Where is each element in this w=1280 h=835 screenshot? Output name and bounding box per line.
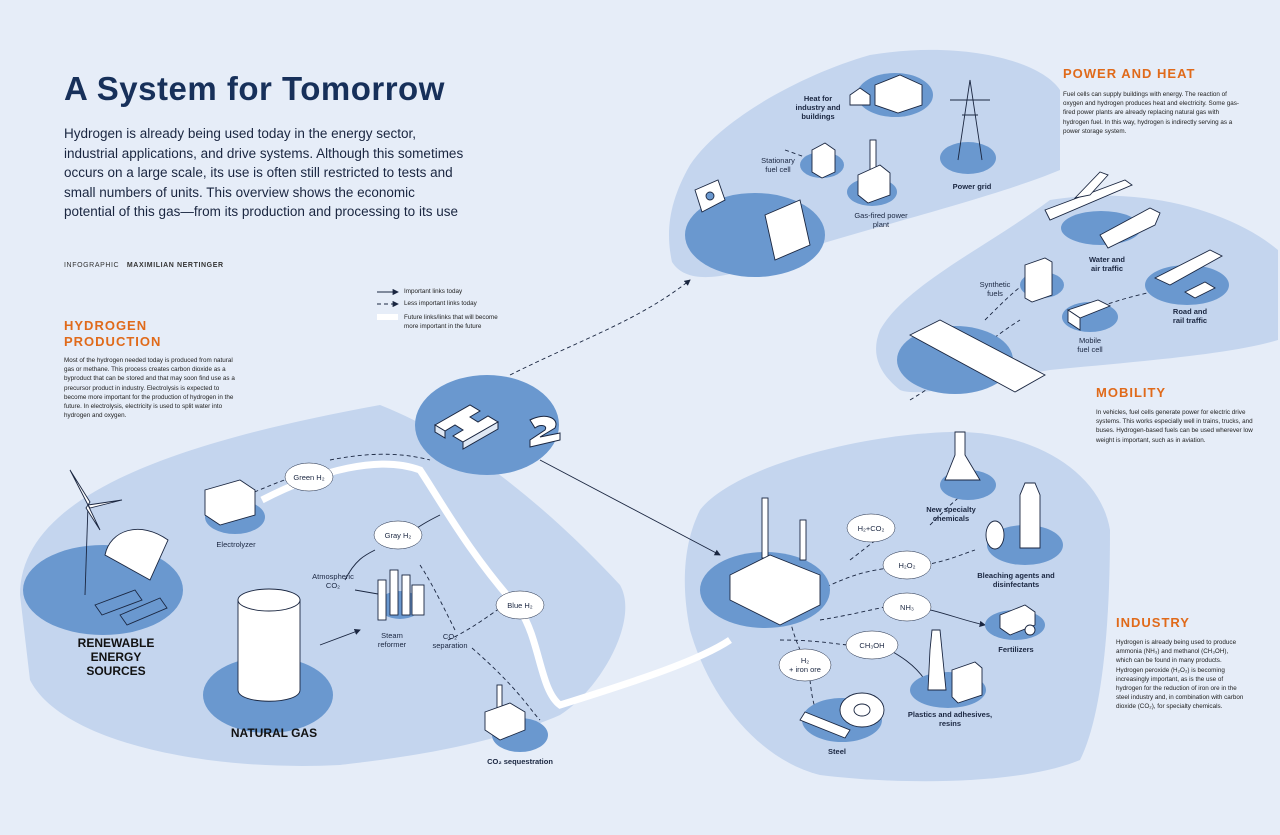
- h2-co2-label: H₂+CO₂: [857, 524, 885, 533]
- train-icon: [1153, 249, 1223, 286]
- power-title: POWER AND HEAT: [1063, 66, 1196, 81]
- legend-less-important: Less important links today: [404, 300, 477, 307]
- natural-gas-label: NATURAL GAS: [230, 726, 318, 740]
- fertilizers-label: Fertilizers: [998, 645, 1034, 654]
- tractor-icon: [999, 604, 1036, 636]
- electrolyzer-icon: [204, 479, 256, 526]
- ship-icon: [1099, 207, 1161, 249]
- steam-reformer-label: Steam reformer: [377, 631, 407, 649]
- stationary-fuel-cell-label: Stationary fuel cell: [761, 156, 795, 174]
- credit-label: INFOGRAPHIC: [64, 262, 120, 269]
- bleaching-label: Bleaching agents and disinfectants: [977, 571, 1055, 589]
- plastic-bottle-icon: [927, 629, 947, 691]
- gas-power-plant-icon: [857, 139, 891, 204]
- legend-future-line1: Future links/links that will become: [404, 314, 498, 321]
- factory-icon: [729, 497, 821, 626]
- socket-icon: [694, 179, 726, 213]
- production-region: [20, 405, 626, 766]
- legend-graphics: [377, 288, 399, 320]
- mobile-fuel-cell-label: Mobile fuel cell: [1077, 336, 1103, 354]
- production-title: HYDROGEN PRODUCTION: [64, 318, 162, 349]
- power-pylon-icon: [950, 79, 990, 161]
- credit: INFOGRAPHIC MAXIMILIAN NERTINGER: [64, 262, 224, 269]
- steel-label: Steel: [828, 747, 846, 756]
- paper-roll-icon: [985, 520, 1005, 550]
- road-rail-label: Road and rail traffic: [1172, 307, 1208, 325]
- plastics-label: Plastics and adhesives, resins: [907, 710, 993, 728]
- car-icon: [1184, 281, 1216, 299]
- synthetic-fuel-can-icon: [1024, 257, 1053, 303]
- label-bubbles: [284, 462, 932, 682]
- electrolyzer-label: Electrolyzer: [216, 540, 256, 549]
- industry-body: Hydrogen is already being used to produc…: [1116, 639, 1244, 711]
- solar-panels-icon: [94, 589, 168, 626]
- stationary-fuel-cell-icon: [811, 142, 836, 179]
- co2-sequestration-label: CO₂ sequestration: [487, 757, 553, 766]
- blue-h2-label: Blue H₂: [507, 601, 533, 610]
- gas-tank-icon: [237, 588, 301, 702]
- power-grid-label: Power grid: [952, 182, 992, 191]
- steam-reformer-icon: [377, 569, 425, 621]
- synthetic-fuels-label: Synthetic fuels: [979, 280, 1011, 298]
- green-h2-label: Green H₂: [293, 473, 325, 482]
- credit-author: MAXIMILIAN NERTINGER: [126, 262, 224, 269]
- hub-label: H2: [470, 412, 471, 413]
- page-title: A System for Tomorrow: [64, 70, 445, 107]
- specialty-chemicals-label: New specialty chemicals: [926, 505, 976, 523]
- industry-title: INDUSTRY: [1116, 615, 1190, 630]
- flask-icon: [944, 431, 981, 481]
- gray-h2-label: Gray H₂: [384, 531, 412, 540]
- gas-power-plant-label: Gas-fired power plant: [854, 211, 908, 229]
- houses-icon: [849, 74, 923, 114]
- heat-label: Heat for industry and buildings: [795, 94, 841, 121]
- h2o2-label: H₂O₂: [898, 561, 916, 570]
- nh3-label: NH₃: [900, 603, 914, 612]
- bottle-icon: [1019, 482, 1041, 549]
- mobility-body: In vehicles, fuel cells generate power f…: [1096, 409, 1253, 444]
- solar-dish-icon: [104, 528, 169, 581]
- power-body: Fuel cells can supply buildings with ene…: [1063, 91, 1239, 135]
- co2-sequestration-icon: [484, 684, 526, 741]
- steel-beam-icon: [799, 711, 851, 739]
- h2-iron-ore-label: H₂ + iron ore: [789, 656, 821, 674]
- ch3oh-label: CH₃OH: [859, 641, 885, 650]
- water-air-label: Water and air traffic: [1089, 255, 1125, 273]
- radiator-icon: [764, 199, 811, 261]
- atmospheric-co2-label: Atmospheric CO₂: [312, 572, 354, 590]
- production-body: Most of the hydrogen needed today is pro…: [64, 357, 235, 420]
- legend-future-line2: more important in the future: [404, 323, 482, 330]
- co2-separation-label: CO₂ separation: [432, 632, 468, 650]
- steel-coil-icon: [839, 692, 885, 728]
- wind-turbine-icon: [69, 469, 123, 596]
- intro-text: Hydrogen is already being used today in …: [64, 126, 464, 219]
- canister-icon: [951, 661, 983, 704]
- h2-hub-icon: [434, 404, 561, 450]
- legend-important: Important links today: [404, 288, 463, 295]
- mobility-title: MOBILITY: [1096, 385, 1167, 400]
- airplane-icon: [1044, 171, 1133, 221]
- renewable-energy-label: RENEWABLE ENERGY SOURCES: [77, 636, 155, 678]
- railway-icon: [909, 319, 1046, 393]
- mobile-fuel-cell-icon: [1066, 299, 1112, 331]
